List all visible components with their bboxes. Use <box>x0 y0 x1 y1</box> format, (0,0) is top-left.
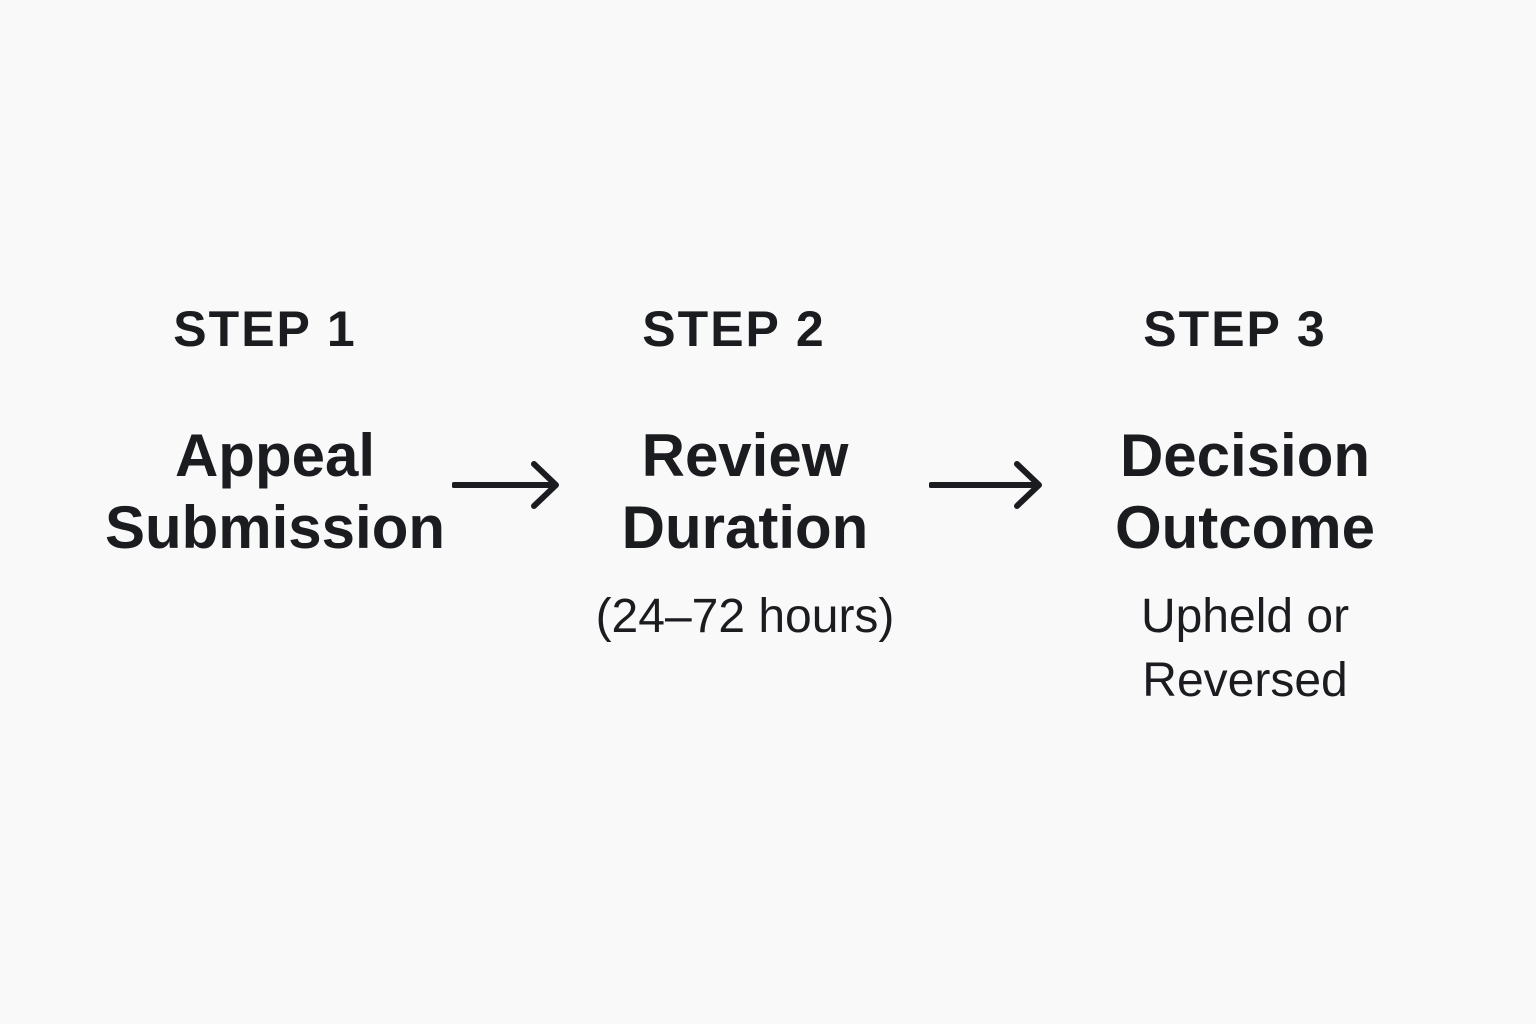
step-1-title-line1: Appeal <box>174 422 376 489</box>
step-2-note: (24–72 hours) <box>565 585 925 649</box>
step-3-title: Decision Outcome <box>1065 420 1425 564</box>
step-3-note-line1: Upheld or <box>1140 590 1350 643</box>
step-3-label: STEP 3 <box>1143 301 1327 357</box>
step-3-note: Upheld or Reversed <box>1065 585 1425 713</box>
step-3-title-line1: Decision <box>1119 422 1371 489</box>
step-1-label: STEP 1 <box>173 301 357 357</box>
step-3-note-line2: Reversed <box>1142 654 1348 707</box>
step-2-note-line1: (24–72 hours) <box>595 590 895 643</box>
arrow-right-icon <box>929 461 1042 509</box>
step-3-title-line2: Outcome <box>1114 494 1376 561</box>
step-2-label: STEP 2 <box>642 301 826 357</box>
arrow-right-icon <box>452 461 559 509</box>
step-2-title-line1: Review <box>641 422 849 489</box>
step-1-title-line2: Submission <box>104 494 446 561</box>
step-2-title: Review Duration <box>565 420 925 564</box>
step-1-title: Appeal Submission <box>95 420 455 564</box>
step-2-title-line2: Duration <box>621 494 869 561</box>
